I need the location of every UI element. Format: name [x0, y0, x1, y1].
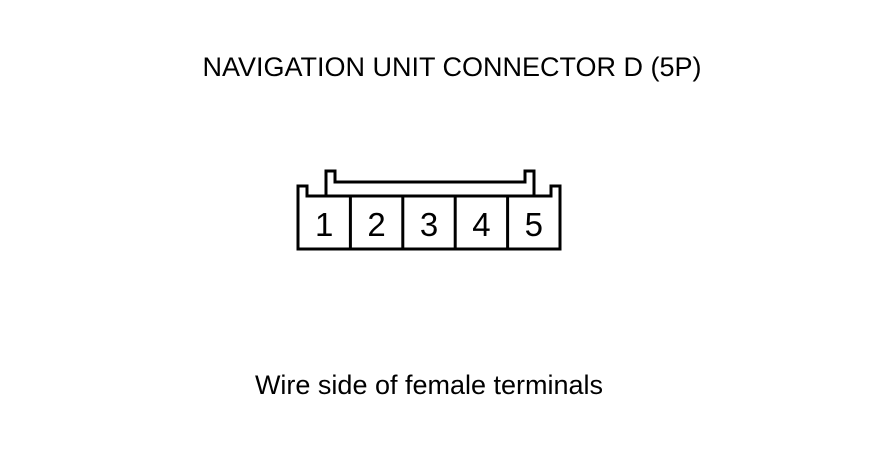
pin-number-4: 4 — [472, 206, 490, 243]
connector-housing — [296, 184, 562, 251]
connector-caption: Wire side of female terminals — [254, 370, 604, 400]
pin-number-5: 5 — [525, 206, 543, 243]
pin-number-1: 1 — [315, 206, 333, 243]
connector-latch — [324, 169, 536, 196]
pin-number-3: 3 — [420, 206, 438, 243]
connector-title: NAVIGATION UNIT CONNECTOR D (5P) — [202, 52, 702, 82]
pin-number-2: 2 — [367, 206, 385, 243]
